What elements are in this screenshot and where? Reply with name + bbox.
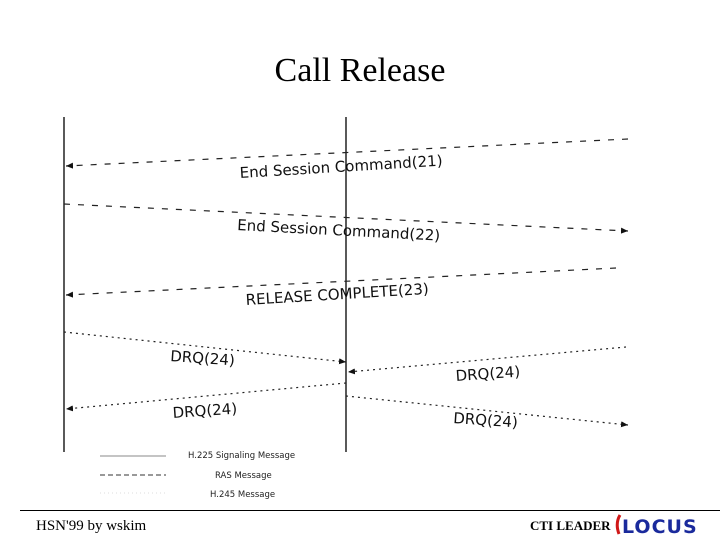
- message-arrow-drq-3: [65, 382, 347, 412]
- message-label-drq-4: DRQ(24): [453, 409, 519, 431]
- message-label-release-complete-23: RELEASE COMPLETE(23): [245, 280, 429, 309]
- message-label-drq-1: DRQ(24): [170, 347, 236, 369]
- message-arrow-end-session-22: [63, 203, 629, 234]
- message-label-drq-2: DRQ(24): [455, 363, 521, 385]
- message-label-end-session-22: End Session Command(22): [237, 216, 441, 245]
- message-label-end-session-21: End Session Command(21): [239, 152, 443, 182]
- footer-author: HSN'99 by wskim: [36, 518, 147, 534]
- message-arrow-end-session-21: [65, 138, 629, 169]
- message-arrow-drq-2: [347, 346, 627, 375]
- footer-company: CTI LEADER: [530, 518, 611, 533]
- legend: H.225 Signaling Message RAS Message H.24…: [100, 451, 295, 500]
- legend-label-ras: RAS Message: [215, 471, 272, 481]
- legend-label-signaling: H.225 Signaling Message: [188, 451, 295, 461]
- message-label-drq-3: DRQ(24): [172, 400, 238, 422]
- legend-label-h245: H.245 Message: [210, 490, 275, 500]
- logo-text: LOCUS: [622, 516, 698, 538]
- locus-logo: LOCUS: [615, 514, 698, 538]
- slide-title: Call Release: [274, 52, 446, 89]
- footer-divider: [20, 510, 720, 511]
